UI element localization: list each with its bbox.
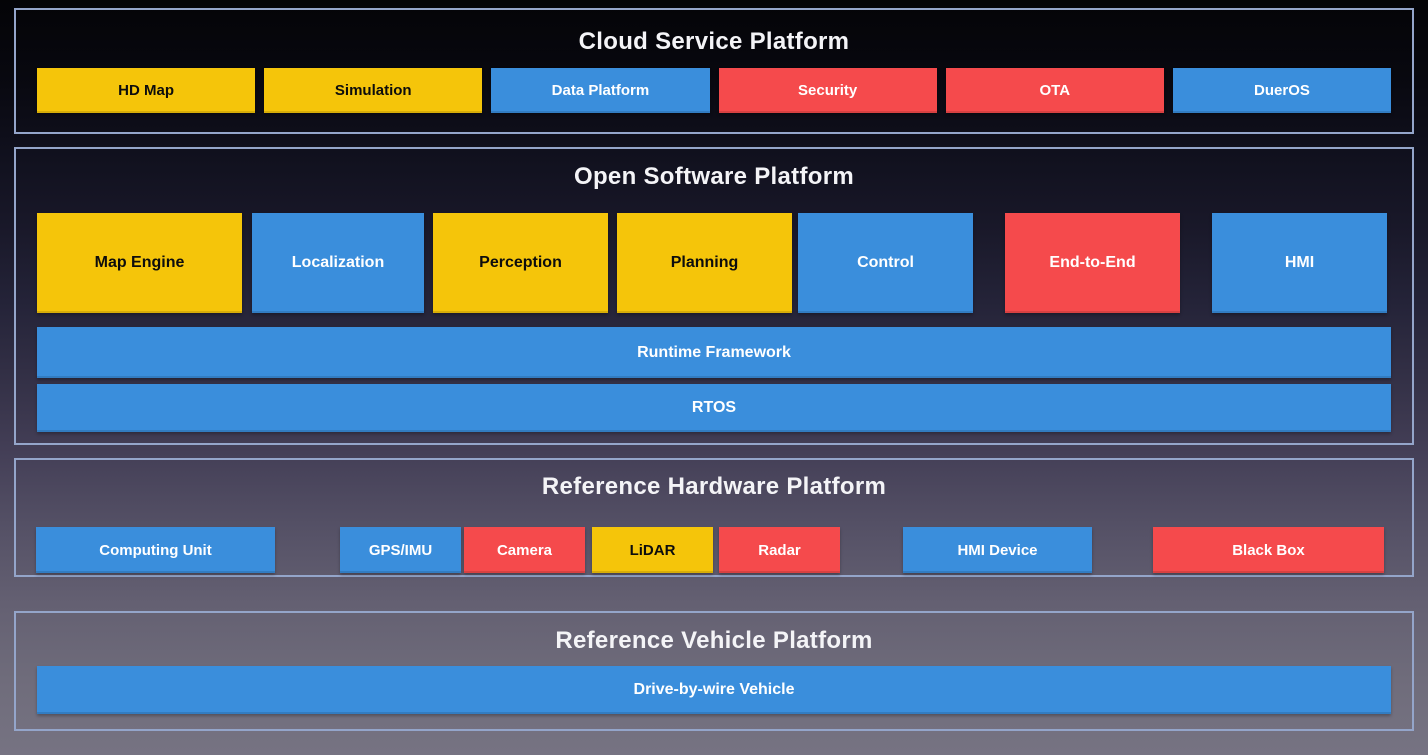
cloud-platform-title: Cloud Service Platform <box>578 28 850 55</box>
bar-drive-by-wire-vehicle: Drive-by-wire Vehicle <box>37 666 1391 714</box>
box-lidar: LiDAR <box>592 527 713 573</box>
section-cloud-service-platform: Cloud Service Platform HD Map Simulation… <box>14 8 1414 134</box>
module-perception: Perception <box>433 213 608 313</box>
module-control: Control <box>798 213 973 313</box>
section-reference-vehicle-platform: Reference Vehicle Platform Drive-by-wire… <box>14 611 1414 731</box>
module-map-engine: Map Engine <box>37 213 242 313</box>
module-planning: Planning <box>617 213 792 313</box>
box-security: Security <box>718 68 937 113</box>
software-modules-row: Map Engine Localization Perception Plann… <box>37 213 1387 313</box>
section-open-software-platform: Open Software Platform Map Engine Locali… <box>14 147 1414 445</box>
box-hd-map: HD Map <box>37 68 256 113</box>
box-black-box: Black Box <box>1153 527 1384 573</box>
box-hmi-device: HMI Device <box>903 527 1092 573</box>
module-localization: Localization <box>252 213 424 313</box>
box-ota: OTA <box>945 68 1164 113</box>
software-platform-title: Open Software Platform <box>574 163 854 190</box>
vehicle-platform-title: Reference Vehicle Platform <box>555 627 873 654</box>
box-gps-imu: GPS/IMU <box>340 527 461 573</box>
section-reference-hardware-platform: Reference Hardware Platform Computing Un… <box>14 458 1414 577</box>
box-simulation: Simulation <box>264 68 483 113</box>
module-end-to-end: End-to-End <box>1005 213 1180 313</box>
box-radar: Radar <box>719 527 840 573</box>
bar-runtime-framework: Runtime Framework <box>37 327 1391 378</box>
hardware-row: Computing Unit GPS/IMU Camera LiDAR Rada… <box>16 527 1412 573</box>
cloud-services-row: HD Map Simulation Data Platform Security… <box>37 68 1392 113</box>
box-computing-unit: Computing Unit <box>36 527 275 573</box>
hardware-platform-title: Reference Hardware Platform <box>541 473 887 500</box>
box-dueros: DuerOS <box>1172 68 1392 113</box>
box-data-platform: Data Platform <box>491 68 710 113</box>
bar-rtos: RTOS <box>37 384 1391 432</box>
module-hmi: HMI <box>1212 213 1387 313</box>
box-camera: Camera <box>464 527 585 573</box>
